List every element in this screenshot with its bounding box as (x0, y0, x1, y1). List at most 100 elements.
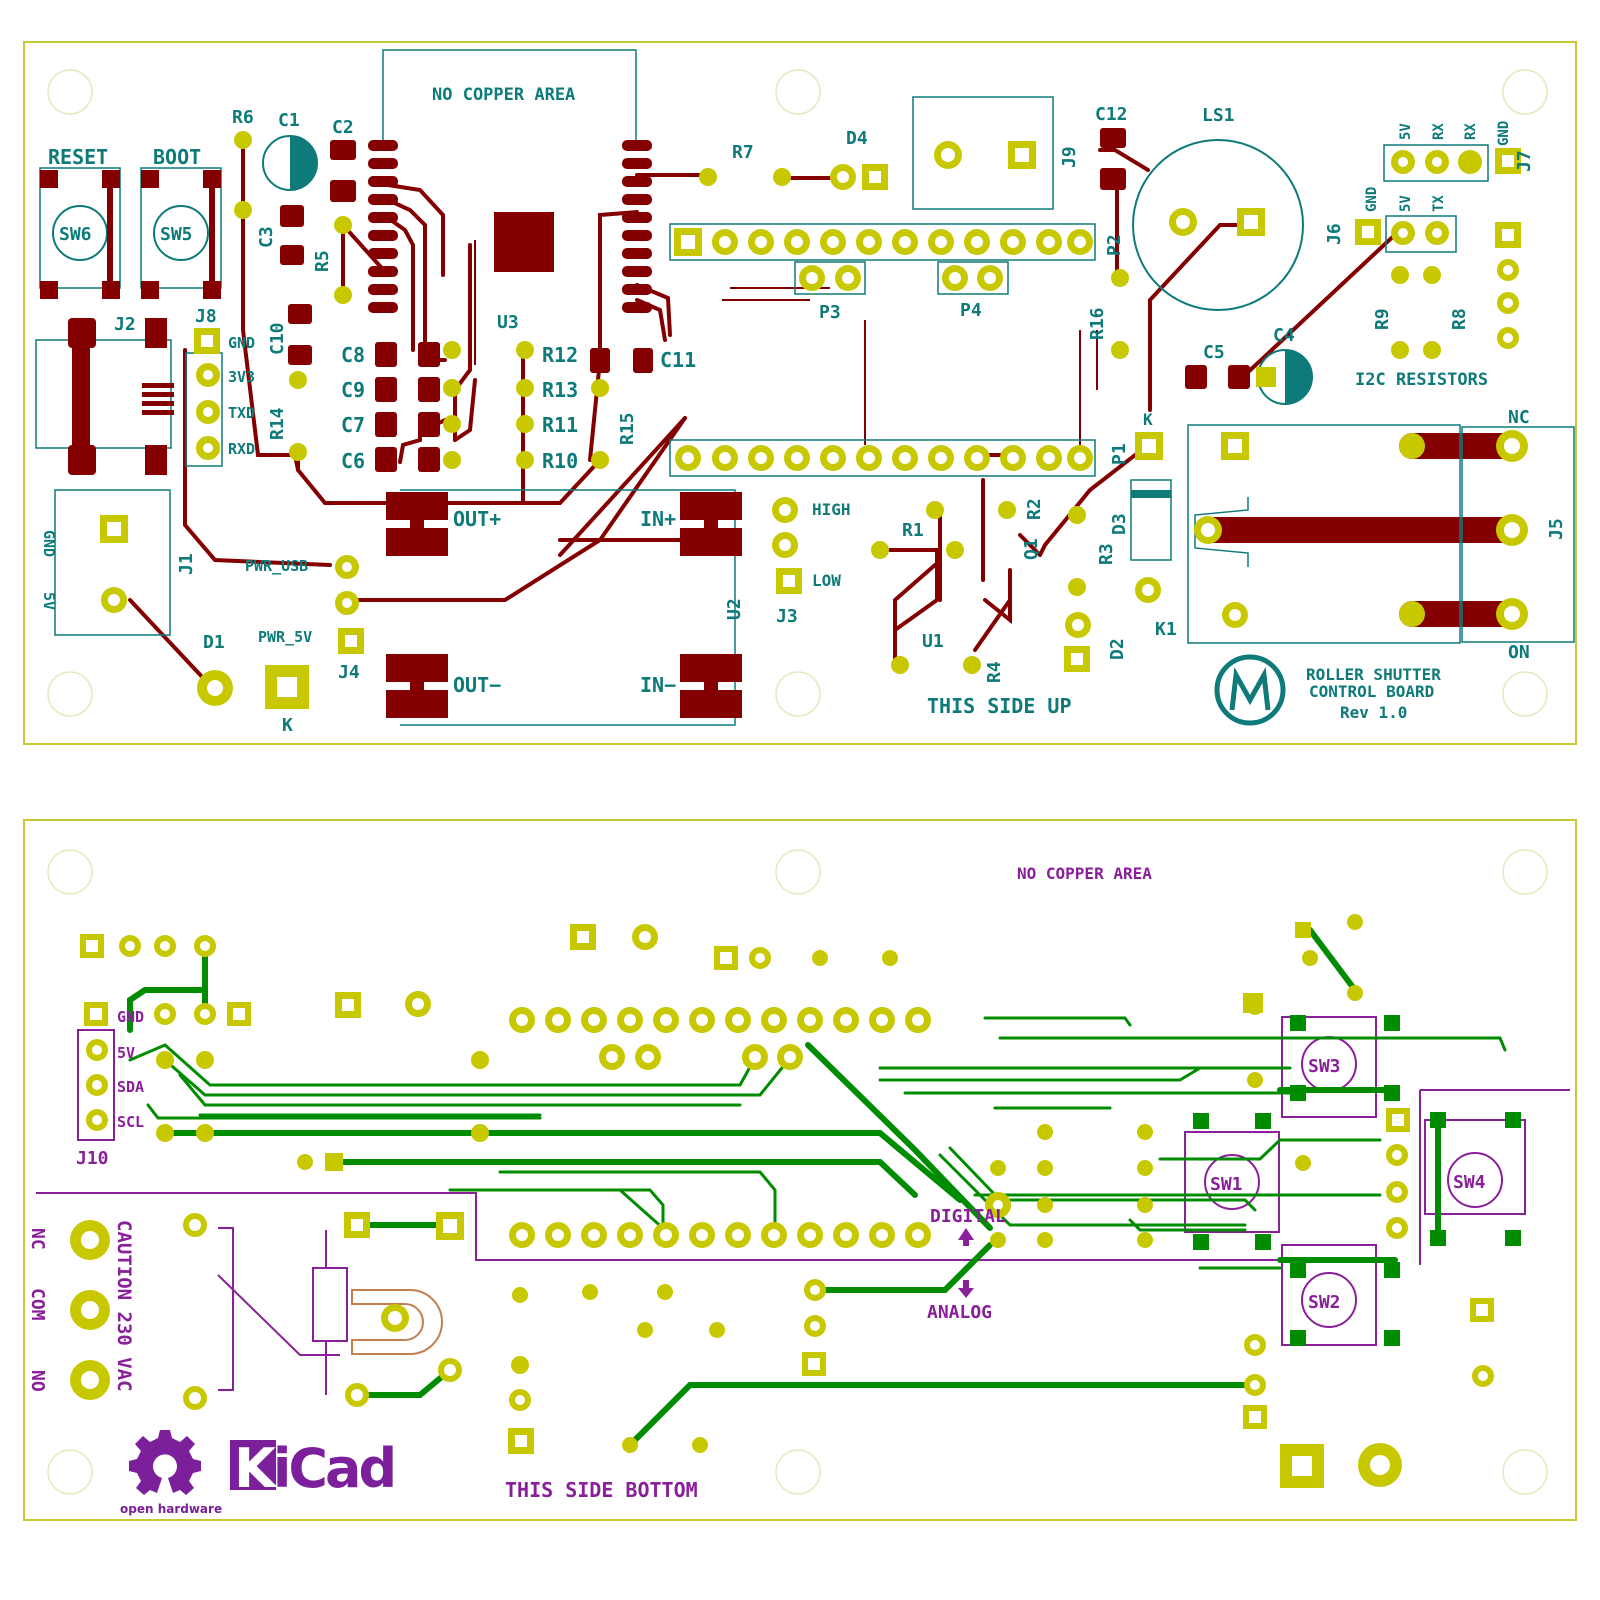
j10-scl-label: SCL (117, 1113, 144, 1131)
r12-label: R12 (542, 343, 578, 367)
open-hardware-text: open hardware (120, 1502, 222, 1516)
revision-label: Rev 1.0 (1340, 703, 1407, 722)
r6-label: R6 (232, 107, 254, 128)
nc-label: NC (1508, 407, 1530, 428)
j6-gnd-label: GND (1364, 187, 1380, 212)
r14-label: R14 (267, 407, 288, 440)
sw2-label: SW2 (1308, 1292, 1341, 1313)
reset-label: RESET (48, 145, 108, 169)
analog-label: ANALOG (927, 1302, 992, 1323)
j8-gnd-label: GND (228, 334, 255, 352)
kicad-logo: KiCad (230, 1437, 397, 1500)
bottom-mounting-holes (47, 849, 1548, 1495)
top-smd-pads (280, 128, 1250, 472)
bottom-board-outline (23, 819, 1577, 1521)
bottom-round-pads (86, 914, 1494, 1453)
j8-3v3-label: 3V3 (228, 368, 255, 386)
digital-analog-arrows (958, 1228, 974, 1298)
j10-5v-label: 5V (117, 1044, 135, 1062)
c6-label: C6 (341, 449, 365, 473)
in-plus-label: IN+ (640, 507, 676, 531)
j8-rxd-label: RXD (228, 440, 255, 458)
p1-k-label: K (1143, 410, 1153, 429)
j4-label: J4 (338, 662, 360, 683)
d3-label: D3 (1109, 513, 1130, 535)
low-label: LOW (812, 571, 841, 590)
j6-label: J6 (1324, 223, 1345, 245)
k1-relay-outline (1187, 424, 1461, 644)
this-side-bottom-label: THIS SIDE BOTTOM (505, 1478, 698, 1502)
top-board: NO COPPER AREA (23, 41, 1577, 745)
j7-header-outline (1383, 144, 1489, 182)
top-silk-labels: RESET BOOT SW6 SW5 R6 C1 C2 C3 R5 J2 J8 … (40, 104, 1567, 736)
r7-label: R7 (732, 142, 754, 163)
j1-label: J1 (176, 553, 197, 575)
i2c-resistors-label: I2C RESISTORS (1355, 370, 1488, 390)
j5-terminal-outline (1461, 426, 1575, 643)
p2-label: P2 (1104, 234, 1125, 256)
c7-label: C7 (341, 413, 365, 437)
u3-right-pads (622, 140, 652, 313)
j1-outline (54, 489, 171, 636)
top-ring-pads (101, 141, 1528, 706)
pwr-usb-label: PWR_USB (245, 557, 308, 575)
u3-label: U3 (497, 312, 519, 333)
top-mounting-holes (47, 69, 1548, 717)
pwr-5v-label: PWR_5V (258, 628, 312, 646)
p1-label: P1 (1109, 443, 1130, 465)
kicad-text: KiCad (234, 1437, 394, 1500)
j7-5v-label: 5V (1398, 123, 1414, 140)
j8-label: J8 (195, 306, 217, 327)
bottom-no-copper-label: NO COPPER AREA (1017, 864, 1152, 883)
j6-5v-label: 5V (1398, 195, 1414, 212)
r1-label: R1 (902, 520, 924, 541)
on-label: ON (1508, 642, 1530, 663)
r16-label: R16 (1087, 307, 1108, 340)
j8-txd-label: TXD (228, 404, 255, 422)
c2-label: C2 (332, 117, 354, 138)
d3-cathode-band (1131, 490, 1171, 498)
p2-header-outline (669, 223, 1096, 261)
sw6-switch-body[interactable] (39, 167, 121, 299)
u2-module-outline (400, 489, 736, 726)
sw5-switch-body[interactable] (140, 167, 222, 299)
r13-label: R13 (542, 378, 578, 402)
r3-label: R3 (1096, 543, 1117, 565)
j7-rx2-label: RX (1463, 123, 1479, 140)
out-minus-label: OUT− (453, 673, 501, 697)
c9-label: C9 (341, 378, 365, 402)
u2-big-pads (386, 492, 742, 718)
u3-left-pads (368, 140, 398, 313)
roller-title-line2: CONTROL BOARD (1309, 682, 1434, 701)
top-round-pads (234, 131, 1441, 674)
high-label: HIGH (812, 500, 851, 519)
c3-label: C3 (256, 226, 277, 248)
r2-label: R2 (1024, 498, 1045, 520)
top-traces (128, 138, 1402, 682)
r5-label: R5 (312, 250, 333, 272)
j7-label: J7 (1514, 150, 1535, 172)
in-minus-label: IN− (640, 673, 676, 697)
j9-outline (912, 96, 1054, 210)
sw4-label: SW4 (1453, 1172, 1486, 1193)
bottom-square-pads (80, 922, 1494, 1488)
d1-k-label: K (282, 715, 293, 736)
sw5-label: SW5 (160, 224, 193, 245)
j7-gnd-label: GND (1496, 121, 1512, 146)
j3-label: J3 (776, 606, 798, 627)
roller-shutter-logo (1214, 654, 1286, 726)
c4-label: C4 (1273, 325, 1295, 346)
out-plus-label: OUT+ (453, 507, 501, 531)
caution-label: CAUTION 230 VAC (113, 1220, 135, 1392)
c1-capacitor (262, 135, 318, 191)
no-label: NO (27, 1370, 48, 1392)
r4-label: R4 (984, 661, 1005, 683)
j2-label: J2 (114, 314, 136, 335)
open-hardware-logo: open hardware (120, 1430, 222, 1516)
header-pad-rows (196, 150, 1519, 615)
header-pad-holes (203, 157, 1513, 608)
nc-label-bottom: NC (27, 1228, 48, 1250)
top-square-pads (100, 141, 1521, 709)
j6-header-outline (1385, 215, 1457, 253)
j9-label: J9 (1059, 146, 1080, 168)
